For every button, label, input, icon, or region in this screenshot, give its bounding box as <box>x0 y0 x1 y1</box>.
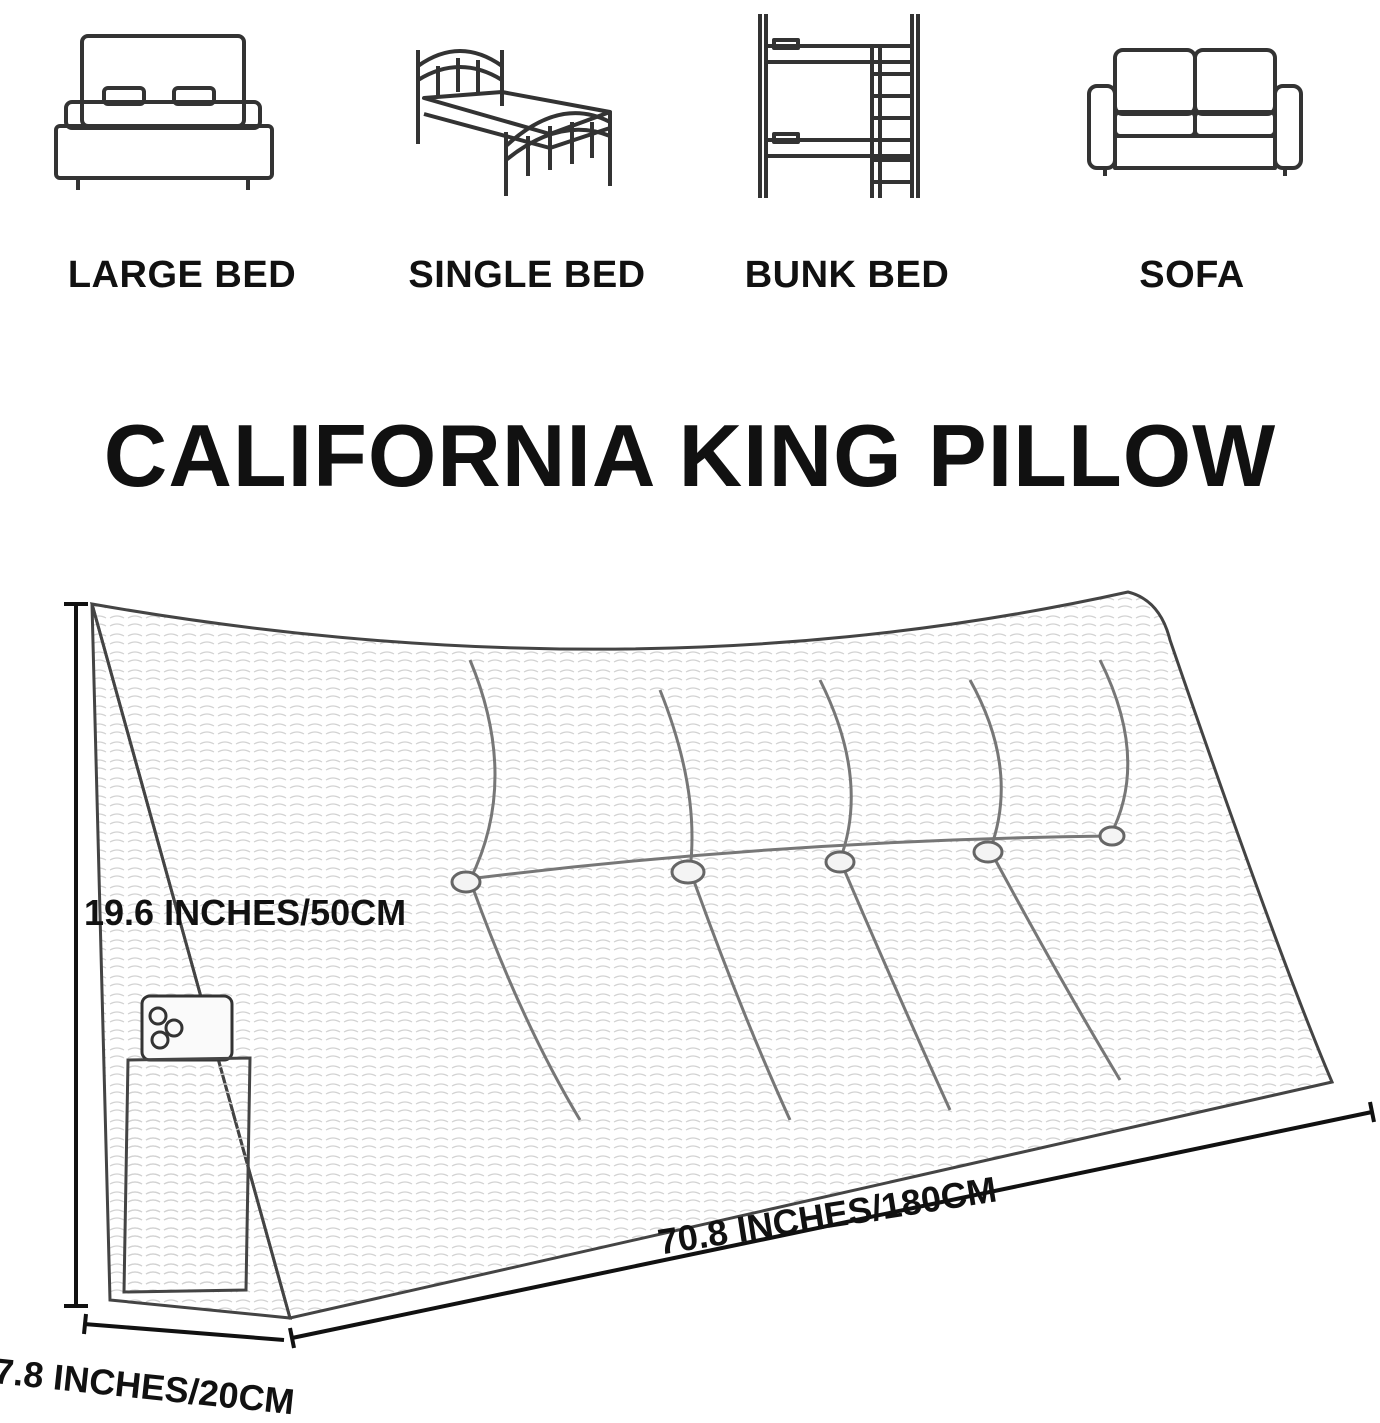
sofa-icon <box>1087 48 1303 176</box>
phone-icon <box>140 994 234 1062</box>
large-bed-icon <box>54 34 274 190</box>
single-bed-icon <box>416 49 612 196</box>
depth-dimension-label: 7.8 INCHES/20CM <box>0 1350 297 1423</box>
height-dimension-label: 19.6 INCHES/50CM <box>84 892 407 933</box>
large-bed-label: LARGE BED <box>67 254 297 296</box>
bunk-bed-label: BUNK BED <box>744 254 950 296</box>
sofa-label: SOFA <box>1139 254 1245 296</box>
wedge-pillow-illustration <box>64 590 1376 1349</box>
bunk-bed-icon <box>758 14 920 198</box>
single-bed-label: SINGLE BED <box>408 254 646 296</box>
product-title: CALIFORNIA KING PILLOW <box>103 406 1277 505</box>
